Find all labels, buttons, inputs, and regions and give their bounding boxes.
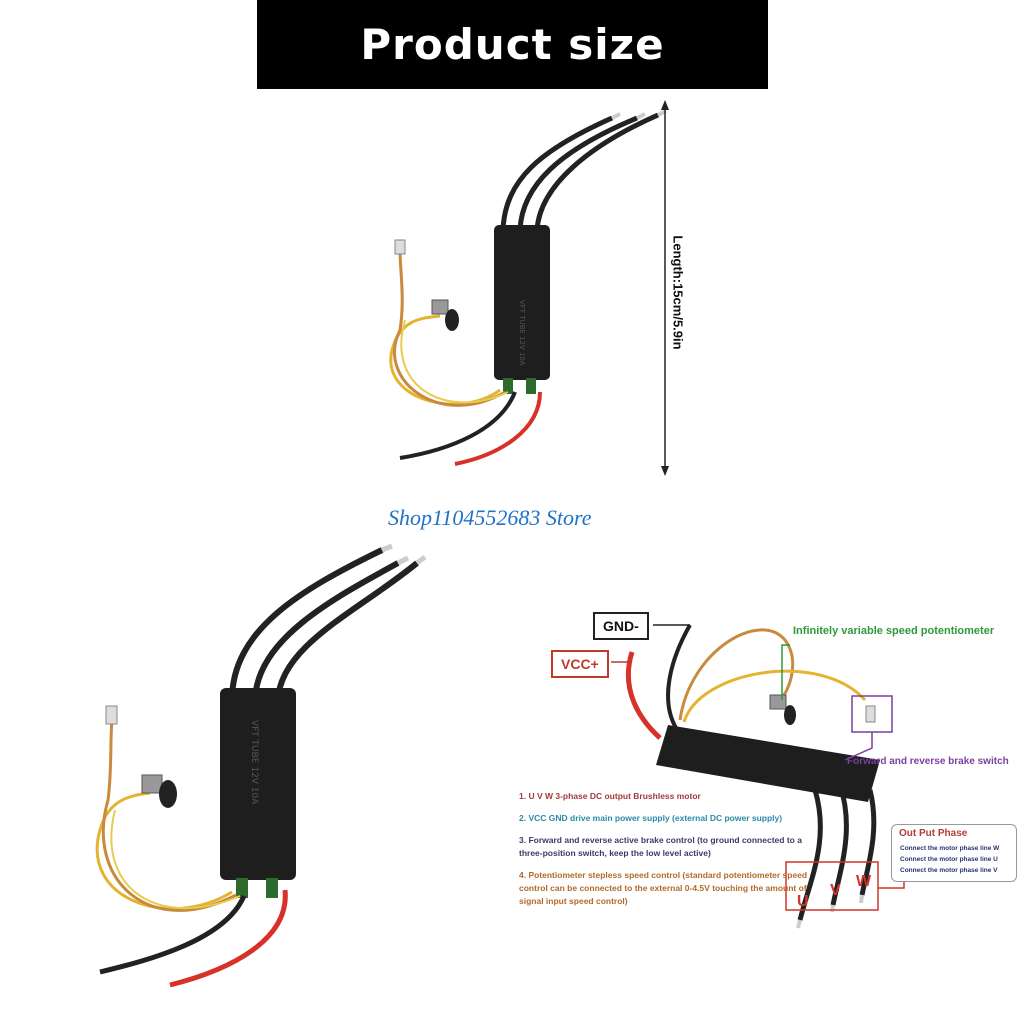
output-phase-box: Out Put Phase Connect the motor phase li… <box>891 824 1017 882</box>
gnd-label: GND- <box>593 612 649 640</box>
phase-letter-v: V <box>830 882 841 899</box>
bottom-left-esc-controller: VFT TUBE 12V 10A <box>95 543 427 988</box>
top-esc-controller: VFT TUBE 12V 10A <box>389 109 667 466</box>
note-item: 2. VCC GND drive main power supply (exte… <box>519 813 783 823</box>
note-item: 1. U V W 3-phase DC output Brushless mot… <box>519 791 701 801</box>
phase-letter-w: W <box>856 873 872 890</box>
wiring-notes: 1. U V W 3-phase DC output Brushless mot… <box>519 790 809 917</box>
note-item: 3. Forward and reverse active brake cont… <box>519 835 802 858</box>
potentiometer-label: Infinitely variable speed potentiometer <box>793 625 995 637</box>
svg-text:VFT TUBE 12V 10A: VFT TUBE 12V 10A <box>518 300 526 366</box>
title-banner: Product size <box>257 0 768 89</box>
brake-switch-label: Forward and reverse brake switch <box>847 756 1009 767</box>
length-dimension-label: Length:15cm/5.9in <box>668 222 688 362</box>
page-title: Product size <box>360 20 665 69</box>
note-item: 4. Potentiometer stepless speed control … <box>519 870 808 906</box>
vcc-label: VCC+ <box>551 650 609 678</box>
wiring-diagram-esc <box>611 624 905 929</box>
length-text: Length:15cm/5.9in <box>670 234 686 350</box>
length-dimension-line <box>661 100 669 476</box>
output-phase-line: Connect the motor phase line W <box>900 845 1000 852</box>
svg-text:VFT TUBE 12V 10A: VFT TUBE 12V 10A <box>249 720 259 805</box>
output-phase-line: Connect the motor phase line U <box>900 856 998 863</box>
output-phase-line: Connect the motor phase line V <box>900 867 998 874</box>
phase-letter-u: U <box>797 893 809 910</box>
output-phase-title: Out Put Phase <box>899 828 968 839</box>
store-watermark: Shop1104552683 Store <box>388 505 592 530</box>
